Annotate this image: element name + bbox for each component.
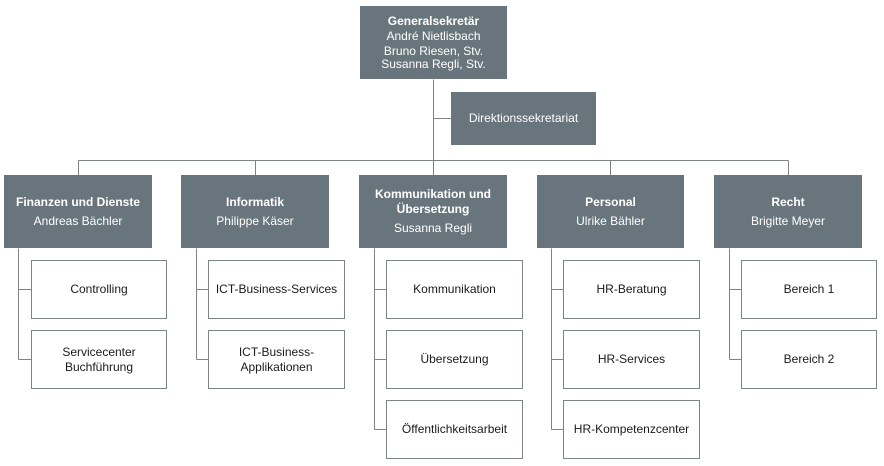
deputy-2: Susanna Regli, Stv. — [381, 56, 486, 71]
general-secretary-name: André Nietlisbach — [386, 28, 481, 43]
department-title: Finanzen und Dienste — [15, 194, 140, 209]
unit-label: HR-Kompetenzcenter — [573, 422, 690, 436]
unit-label: ICT-Business-Applikationen — [238, 344, 315, 374]
unit-box: Öffentlichkeitsarbeit — [386, 400, 523, 459]
department-box-finanzen: Finanzen und Dienste Andreas Bächler — [4, 175, 152, 248]
unit-label: Übersetzung — [420, 352, 489, 366]
department-title: Recht — [771, 194, 805, 209]
department-title: Personal — [585, 194, 636, 209]
unit-label: Servicecenter Buchführung — [62, 344, 136, 374]
unit-box: Übersetzung — [386, 330, 523, 389]
unit-label: Controlling — [70, 282, 128, 296]
unit-box: Servicecenter Buchführung — [31, 330, 167, 389]
department-box-informatik: Informatik Philippe Käser — [181, 175, 329, 248]
staff-unit-label: Direktionssekretariat — [468, 111, 579, 125]
department-head: Andreas Bächler — [33, 213, 123, 228]
unit-label: Öffentlichkeitsarbeit — [401, 422, 508, 436]
department-box-recht: Recht Brigitte Meyer — [714, 175, 862, 248]
staff-unit-box: Direktionssekretariat — [451, 92, 596, 145]
unit-box: Bereich 1 — [741, 260, 877, 319]
unit-box: HR-Beratung — [563, 260, 700, 319]
department-head: Brigitte Meyer — [750, 213, 826, 228]
unit-label: HR-Beratung — [596, 282, 667, 296]
department-head: Ulrike Bähler — [576, 213, 645, 228]
unit-box: HR-Services — [563, 330, 700, 389]
general-secretary-title: Generalsekretär — [387, 13, 480, 28]
general-secretary-box: Generalsekretär André Nietlisbach Bruno … — [360, 6, 507, 79]
department-head: Philippe Käser — [216, 213, 294, 228]
department-box-kommunikation: Kommunikation und Übersetzung Susanna Re… — [359, 175, 507, 248]
unit-box: ICT-Business-Services — [208, 260, 345, 319]
unit-box: HR-Kompetenzcenter — [563, 400, 700, 459]
unit-label: Bereich 1 — [783, 282, 835, 296]
department-title: Kommunikation und Übersetzung — [375, 187, 491, 216]
unit-box: Controlling — [31, 260, 167, 319]
unit-label: HR-Services — [597, 352, 666, 366]
unit-box: Bereich 2 — [741, 330, 877, 389]
unit-box: Kommunikation — [386, 260, 523, 319]
unit-label: Bereich 2 — [783, 352, 835, 366]
unit-box: ICT-Business-Applikationen — [208, 330, 345, 389]
department-box-personal: Personal Ulrike Bähler — [537, 175, 684, 248]
deputy-1: Bruno Riesen, Stv. — [383, 43, 484, 58]
unit-label: ICT-Business-Services — [215, 282, 338, 296]
unit-label: Kommunikation — [413, 282, 496, 296]
department-head: Susanna Regli — [393, 221, 473, 235]
department-title: Informatik — [225, 194, 284, 209]
